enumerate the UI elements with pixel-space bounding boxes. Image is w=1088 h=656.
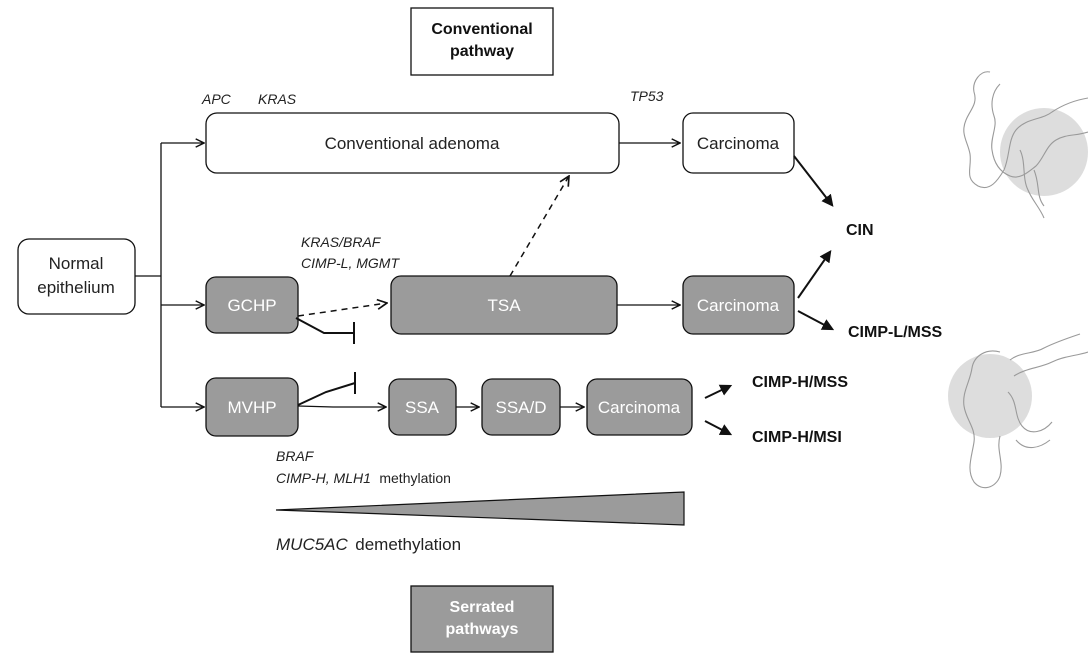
dashed-arrow-gchp-to-tsa	[297, 303, 387, 317]
gene-kras-braf: KRAS/BRAF	[301, 234, 382, 250]
gchp-label: GCHP	[227, 296, 276, 315]
ssad-box: SSA/D	[481, 378, 561, 436]
mvhp-box: MVHP	[205, 377, 299, 437]
arrow-carcinoma-top-to-cin	[793, 155, 834, 207]
ssa-box: SSA	[388, 378, 457, 436]
distal-highlight	[1000, 108, 1088, 196]
ssa-label: SSA	[405, 398, 440, 417]
gene-kras: KRAS	[258, 91, 297, 107]
colon-outline-6	[1007, 391, 1053, 449]
carcinoma-top-box: Carcinoma	[682, 112, 795, 174]
outcome-cin: CIN	[846, 222, 874, 239]
arrow-mvhp-to-ssa	[297, 406, 386, 407]
muc5ac-line: MUC5AC demethylation	[276, 535, 461, 554]
outcome-cimp-h-msi: CIMP-H/MSI	[752, 429, 842, 446]
gene-tp53: TP53	[630, 88, 664, 104]
dashed-arrow-tsa-to-adenoma	[509, 176, 569, 277]
carcinoma-mid-box: Carcinoma	[682, 275, 795, 335]
normal-label-line1: Normal	[49, 254, 104, 273]
mvhp-label: MVHP	[227, 398, 276, 417]
methylation-label: methylation	[379, 470, 451, 486]
conventional-pathway-header: Conventional pathway	[410, 7, 554, 76]
carcinoma-bottom-label: Carcinoma	[598, 398, 681, 417]
conventional-header-line2: pathway	[450, 43, 514, 60]
carcinoma-mid-label: Carcinoma	[697, 296, 780, 315]
colon-illustration-distal	[963, 71, 1088, 219]
arrow-to-cimp-h-msi	[704, 420, 733, 436]
muc5ac-gradient-wedge	[275, 491, 685, 526]
tsa-box: TSA	[390, 275, 618, 335]
conventional-adenoma-label: Conventional adenoma	[325, 134, 500, 153]
gchp-box: GCHP	[205, 276, 299, 334]
gene-cimp-h-line: CIMP-H, MLH1 methylation	[276, 470, 451, 487]
colon-outline-2	[991, 83, 1088, 178]
arrow-to-cimp-h-mss	[704, 384, 733, 399]
serrated-header-line2: pathways	[446, 621, 519, 638]
serrated-pathways-header: Serrated pathways	[410, 585, 554, 653]
colon-outline-4	[963, 350, 1002, 489]
tsa-label: TSA	[487, 296, 521, 315]
normal-epithelium-box: Normal epithelium	[17, 238, 136, 315]
serrated-header-line1: Serrated	[450, 599, 515, 616]
mvhp-inhibition-line	[297, 382, 356, 406]
muc5ac-gene: MUC5AC	[276, 535, 349, 554]
arrow-carcinoma-mid-to-cin	[797, 250, 832, 299]
conventional-header-line1: Conventional	[431, 21, 532, 38]
demethylation-label: demethylation	[355, 535, 461, 554]
proximal-highlight	[948, 354, 1032, 438]
colon-illustration-proximal	[948, 333, 1088, 489]
gene-apc: APC	[201, 91, 232, 107]
arrow-carcinoma-mid-to-cimp-l	[797, 310, 835, 331]
ssad-label: SSA/D	[495, 398, 546, 417]
outcome-cimp-l-mss: CIMP-L/MSS	[848, 324, 943, 341]
colon-outline-1	[963, 71, 1088, 188]
gene-braf: BRAF	[276, 448, 315, 464]
gene-cimp-h-mlh1: CIMP-H, MLH1	[276, 470, 371, 486]
gchp-inhibition-line	[295, 317, 354, 334]
carcinoma-top-label: Carcinoma	[697, 134, 780, 153]
normal-label-line2: epithelium	[37, 278, 115, 297]
outcome-cimp-h-mss: CIMP-H/MSS	[752, 374, 848, 391]
colon-outline-5	[1009, 333, 1088, 377]
colon-outline-3	[1019, 149, 1045, 219]
gene-cimp-l-mgmt: CIMP-L, MGMT	[301, 255, 400, 271]
conventional-adenoma-box: Conventional adenoma	[205, 112, 620, 174]
carcinoma-bottom-box: Carcinoma	[586, 378, 693, 436]
